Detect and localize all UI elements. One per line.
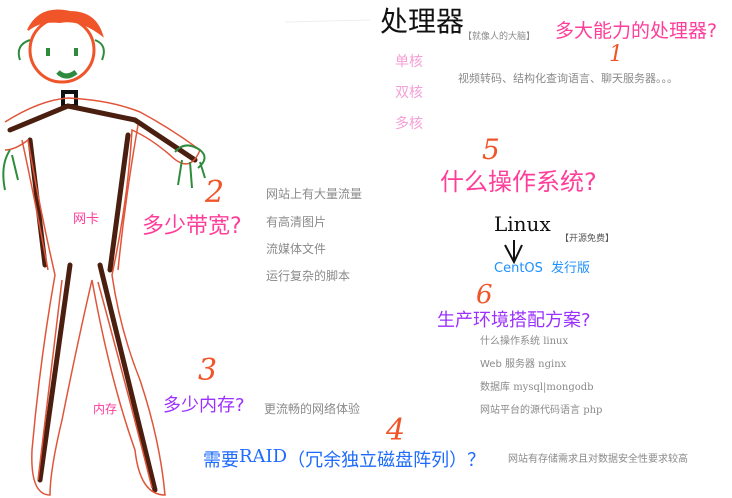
core-dual: 双核: [395, 85, 423, 101]
os-question: 什么操作系统?: [440, 168, 597, 196]
bandwidth-item: 有高清图片: [266, 215, 327, 229]
memory-label: 内存: [93, 402, 118, 416]
storage-question: 需要RAID（冗余独立磁盘阵列）？: [203, 446, 486, 471]
core-multi: 多核: [395, 116, 423, 132]
centos-label: CentOS: [494, 261, 543, 276]
processor-note: 【就像人的大脑】: [463, 32, 536, 42]
head: [17, 9, 105, 84]
memory-question: 多少内存?: [163, 395, 245, 416]
number-5: 5: [482, 133, 500, 166]
production-item: 数据库 mysql|mongodb: [480, 382, 594, 393]
number-4: 4: [386, 413, 406, 448]
production-item: 网站平台的源代码语言 php: [480, 405, 603, 416]
divider-line: [284, 19, 371, 23]
number-3: 3: [198, 353, 218, 388]
bandwidth-question: 多少带宽?: [142, 214, 242, 239]
production-item: 什么操作系统 linux: [480, 336, 569, 347]
number-2: 2: [205, 175, 225, 210]
storage-note: 网站有存储需求且对数据安全性要求较高: [508, 454, 688, 465]
linux-note: 【开源免费】: [560, 234, 615, 244]
distro-label: 发行版: [551, 261, 591, 276]
bandwidth-item: 流媒体文件: [266, 242, 327, 256]
bandwidth-item: 运行复杂的脚本: [266, 269, 351, 283]
memory-note: 更流畅的网络体验: [264, 402, 361, 416]
core-single: 单核: [395, 54, 423, 70]
production-question: 生产环境搭配方案?: [437, 310, 591, 331]
processor-uses: 视频转码、结构化查询语言、聊天服务器。。。: [458, 72, 678, 85]
nic-label: 网卡: [73, 212, 100, 227]
linux-label: Linux: [494, 212, 551, 236]
number-6: 6: [476, 280, 493, 310]
production-item: Web 服务器 nginx: [480, 359, 567, 370]
bandwidth-item: 网站上有大量流量: [266, 187, 363, 201]
processor-title: 处理器: [380, 5, 465, 38]
hands: [2, 144, 206, 191]
processor-question: 多大能力的处理器?: [555, 20, 718, 42]
number-1: 1: [609, 42, 623, 67]
